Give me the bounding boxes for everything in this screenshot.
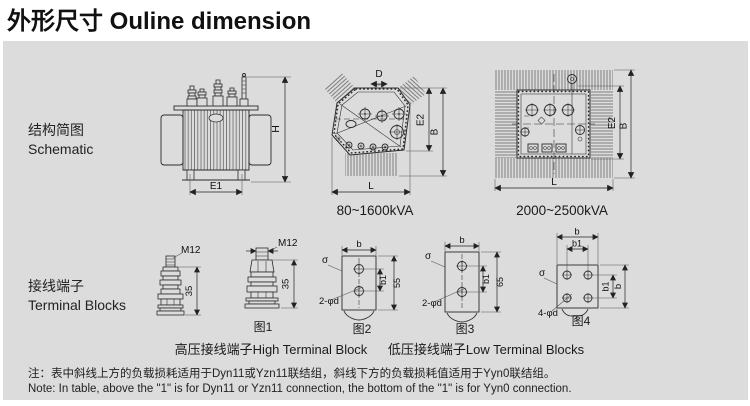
holes-callout: 4-φd [538, 293, 573, 319]
dimension-H: H [247, 76, 291, 183]
thickness-callout: σ [425, 251, 446, 268]
dim-B-label: B [619, 122, 630, 129]
hv-terminal-bolt1-drawing: M12 35 [156, 245, 201, 316]
sigma-label: σ [425, 251, 432, 262]
footnote-zh: 注：表中斜线上方的负载损耗适用于Dyn11或Yzn11联结组，斜线下方的负载损耗… [28, 368, 556, 380]
dimension-65: 65 [481, 251, 505, 313]
schematic-row-label: 结构简图 Schematic [28, 121, 93, 159]
bolt-body [156, 255, 185, 316]
dim-b1-label: b1 [481, 274, 491, 284]
dimension-D: D [370, 69, 388, 88]
dimension-b-right: b [600, 264, 629, 309]
lv-terminal-fig3-drawing: b b1 65 σ 2-φd [422, 235, 505, 323]
dimension-L: L [494, 177, 614, 192]
thickness-callout: σ [322, 255, 343, 272]
holes-label: 4-φd [538, 308, 558, 319]
lv-terminal-fig4-drawing: b b1 b1 b σ [538, 227, 629, 319]
tank-outline [331, 84, 411, 156]
dimension-b1: b1 [365, 268, 388, 292]
dimension-b: b [341, 239, 377, 255]
dimension-b1-top: b1 [566, 239, 589, 270]
plate [341, 255, 377, 321]
dim-E2-label: E2 [607, 116, 618, 129]
dimension-b1-right: b1 [593, 274, 617, 299]
dim-b1-label: b1 [378, 275, 388, 285]
dimension-E1: E1 [189, 174, 243, 196]
tank-internals [512, 74, 595, 174]
sigma-label: σ [539, 268, 546, 279]
plate [444, 251, 480, 323]
low-terminal-caption: 低压接线端子Low Terminal Blocks [387, 342, 585, 357]
len-35-label: 35 [184, 286, 195, 297]
hv-bushings [358, 107, 406, 123]
schematic-label-en: Schematic [28, 141, 94, 157]
fig4-caption: 图4 [571, 314, 591, 328]
dimension-B: B [614, 69, 635, 179]
footnote-en: Note: In table, above the "1" is for Dyn… [28, 383, 572, 395]
dimension-E2: E2 [578, 85, 624, 160]
dim-55-label: 55 [392, 278, 402, 288]
dim-65-label: 65 [495, 277, 505, 287]
dim-b-label: b [356, 239, 361, 250]
holes-label: 2-φd [422, 298, 442, 309]
dimension-E2: E2 [400, 87, 447, 152]
dim-L-label: L [551, 177, 557, 188]
dim-b1-right-label: b1 [601, 281, 611, 291]
dim-L-label: L [368, 181, 374, 192]
m12-label: M12 [278, 238, 298, 249]
bushings [186, 73, 249, 107]
schematic-label-zh: 结构简图 [28, 122, 84, 138]
dimension-b1: b1 [468, 265, 491, 293]
dim-b-right-label: b [613, 284, 624, 289]
dimension-b-top: b [556, 227, 599, 264]
top-view-small-drawing: D E2 B L [324, 69, 447, 196]
dimension-35: 35 [270, 259, 298, 309]
len-35-label: 35 [281, 279, 292, 290]
lv-terminal-blocks [527, 143, 567, 153]
bolt-body [244, 247, 280, 309]
fig3-caption: 图3 [455, 322, 475, 336]
dim-D-label: D [375, 69, 382, 80]
dim-b-label: b [574, 227, 579, 238]
kva-range-small: 80~1600kVA [336, 203, 414, 218]
holes-callout: 2-φd [319, 286, 364, 307]
thickness-callout: σ [539, 268, 558, 285]
plate [556, 264, 599, 317]
thread-callout: M12 [246, 238, 298, 254]
holes-callout: 2-φd [422, 287, 467, 309]
dim-b1-label: b1 [572, 239, 582, 249]
dim-H-label: H [270, 125, 282, 133]
m12-label: M12 [181, 245, 201, 256]
tank [173, 105, 259, 181]
dimension-35: 35 [179, 266, 201, 316]
dim-E1-label: E1 [210, 181, 223, 192]
terminal-row-label: 接线端子 Terminal Blocks [28, 277, 126, 315]
transformer-side-view-drawing: H E1 [160, 73, 291, 196]
footnote: 注：表中斜线上方的负载损耗适用于Dyn11或Yzn11联结组，斜线下方的负载损耗… [28, 367, 572, 397]
dim-E2-label: E2 [416, 113, 427, 126]
sigma-label: σ [322, 255, 329, 266]
lv-bushings [345, 141, 389, 151]
fig1-caption: 图1 [253, 320, 273, 334]
top-view-large-drawing: E2 B L [494, 69, 635, 192]
dimension-L: L [331, 107, 411, 196]
dim-b-label: b [459, 235, 464, 246]
hv-bushings [525, 103, 575, 117]
high-terminal-caption: 高压接线端子High Terminal Block [174, 342, 368, 357]
page-title: 外形尺寸 Ouline dimension [7, 8, 312, 35]
terminal-label-en: Terminal Blocks [28, 297, 127, 313]
tank-internals [334, 103, 408, 151]
dim-B-label: B [430, 128, 441, 135]
dimension-B: B [399, 87, 447, 177]
terminal-label-zh: 接线端子 [28, 278, 84, 294]
thread-callout: M12 [172, 245, 201, 259]
hv-terminal-bolt2-drawing: M12 [244, 238, 298, 309]
dimension-b: b [444, 235, 480, 251]
dimension-panel: 结构简图 Schematic 接线端子 Terminal Blocks [3, 41, 748, 400]
lv-terminal-fig2-drawing: b b1 55 σ 2-φd [319, 239, 402, 321]
dimension-55: 55 [378, 255, 402, 311]
fig2-caption: 图2 [352, 322, 372, 336]
kva-range-large: 2000~2500kVA [516, 203, 608, 218]
holes-label: 2-φd [319, 296, 339, 307]
